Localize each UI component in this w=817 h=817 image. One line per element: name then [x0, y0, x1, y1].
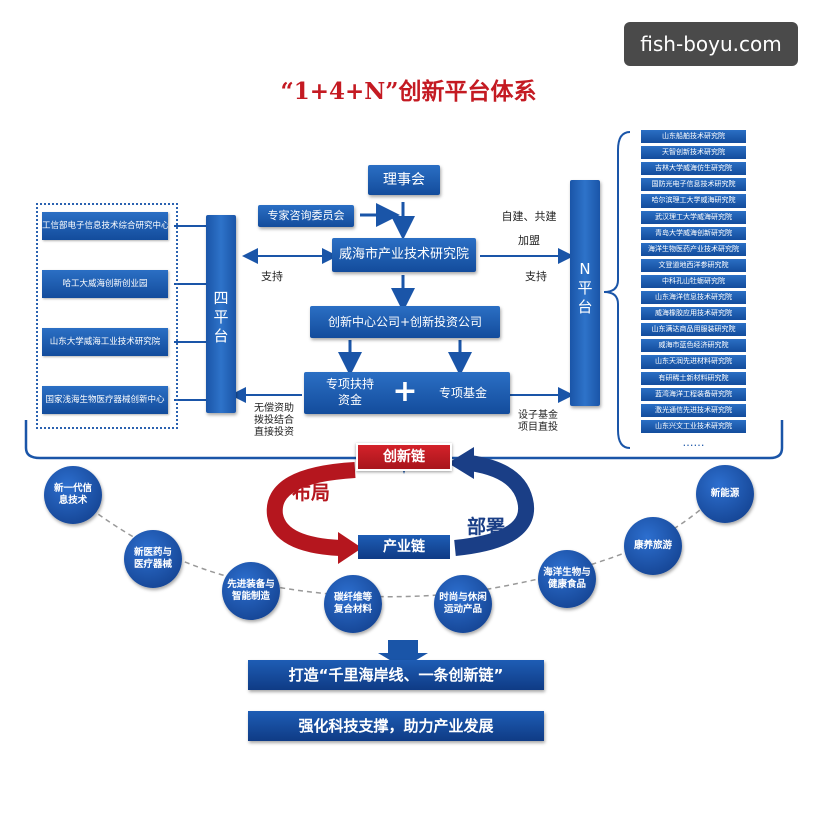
industry-node: 新能源 [696, 465, 754, 523]
n-platform-item: 国防光电子信息技术研究院 [641, 178, 746, 192]
deploy-arrow [454, 455, 535, 556]
n-support-label: 支持 [525, 270, 547, 283]
industry-node: 新一代信 息技术 [44, 466, 102, 524]
n-platform-item: 有研稀土新材料研究院 [641, 371, 746, 385]
n-platform-item: 激光通信先进技术研究院 [641, 403, 746, 417]
four-platform-bar: 四 平 台 [206, 215, 236, 413]
four-platform-item: 哈工大威海创新创业园 [42, 270, 168, 298]
industry-node: 康养旅游 [624, 517, 682, 575]
four-funding-note: 无偿资助 拨投结合 直接投资 [254, 403, 294, 438]
banner-first: 打造“千里海岸线、一条创新链” [248, 660, 544, 690]
board-box: 理事会 [368, 165, 440, 195]
n-platform-item: 吉林大学威海仿生研究院 [641, 162, 746, 176]
four-platform-frame [36, 203, 178, 429]
layout-label: 布局 [292, 482, 331, 504]
n-build-join-label: 自建、共建 加盟 [501, 210, 557, 247]
n-platform-item: 文登道地西洋参研究院 [641, 258, 746, 272]
n-platform-item: 武汉理工大学威海研究院 [641, 210, 746, 224]
watermark: fish-boyu.com [624, 22, 798, 66]
n-platform-item: 天智创新技术研究院 [641, 146, 746, 160]
four-support-label: 支持 [261, 270, 283, 283]
special-fund-label: 专项基金 [438, 386, 487, 400]
industry-node: 新医药与 医疗器械 [124, 530, 182, 588]
industry-node: 碳纤维等 复合材料 [324, 575, 382, 633]
n-platform-item: 威海市蓝色经济研究院 [641, 339, 746, 353]
industry-node: 时尚与休闲 运动产品 [434, 575, 492, 633]
fund-group-box: 专项扶持 资金 + 专项基金 [304, 372, 510, 414]
diagram-title: “1+4+N”创新平台体系 [280, 78, 537, 105]
n-platform-item: 山东海洋信息技术研究院 [641, 291, 746, 305]
innovation-chain-label: 创新链 [356, 443, 452, 471]
n-platform-item: 山东天润先进材料研究院 [641, 355, 746, 369]
n-fund-note: 设子基金 项目直投 [518, 410, 558, 433]
special-support-label: 专项扶持 资金 [325, 377, 374, 407]
banner-second: 强化科技支撑，助力产业发展 [248, 711, 544, 741]
n-platform-item: 哈尔滨理工大学威海研究院 [641, 194, 746, 208]
n-platform-item: 山东满达商品用服装研究院 [641, 323, 746, 337]
n-platform-item: 山东船舶技术研究院 [641, 130, 746, 144]
n-platform-item: 青岛大学威海创新研究院 [641, 226, 746, 240]
four-platform-item: 工信部电子信息技术综合研究中心 [42, 212, 168, 240]
layout-arrow [266, 462, 356, 556]
n-platform-brace [603, 131, 631, 449]
down-arrow-shaft [388, 640, 418, 656]
n-platform-item: 海洋生物医药产业技术研究院 [641, 242, 746, 256]
four-platform-item: 国家浅海生物医疗器械创新中心 [42, 386, 168, 414]
n-platform-item: 中科孔山牡蛎研究院 [641, 274, 746, 289]
advisory-box: 专家咨询委员会 [258, 205, 354, 227]
industry-node: 海洋生物与 健康食品 [538, 550, 596, 608]
industry-chain-label: 产业链 [358, 535, 450, 559]
industry-node: 先进装备与 智能制造 [222, 562, 280, 620]
n-platform-item: …… [682, 435, 705, 449]
institute-box: 威海市产业技术研究院 [332, 238, 476, 272]
n-platform-item: 蓝湾海洋工程装备研究院 [641, 387, 746, 401]
four-platform-item: 山东大学威海工业技术研究院 [42, 328, 168, 356]
plus-sign: + [392, 374, 418, 409]
n-platform-item: 山东兴文工业技术研究院 [641, 419, 746, 433]
center-box: 创新中心公司+创新投资公司 [310, 306, 500, 338]
deploy-label: 部署 [467, 516, 506, 538]
n-platform-item: 威海橡胶应用技术研究院 [641, 307, 746, 321]
n-platform-bar: N 平 台 [570, 180, 600, 406]
